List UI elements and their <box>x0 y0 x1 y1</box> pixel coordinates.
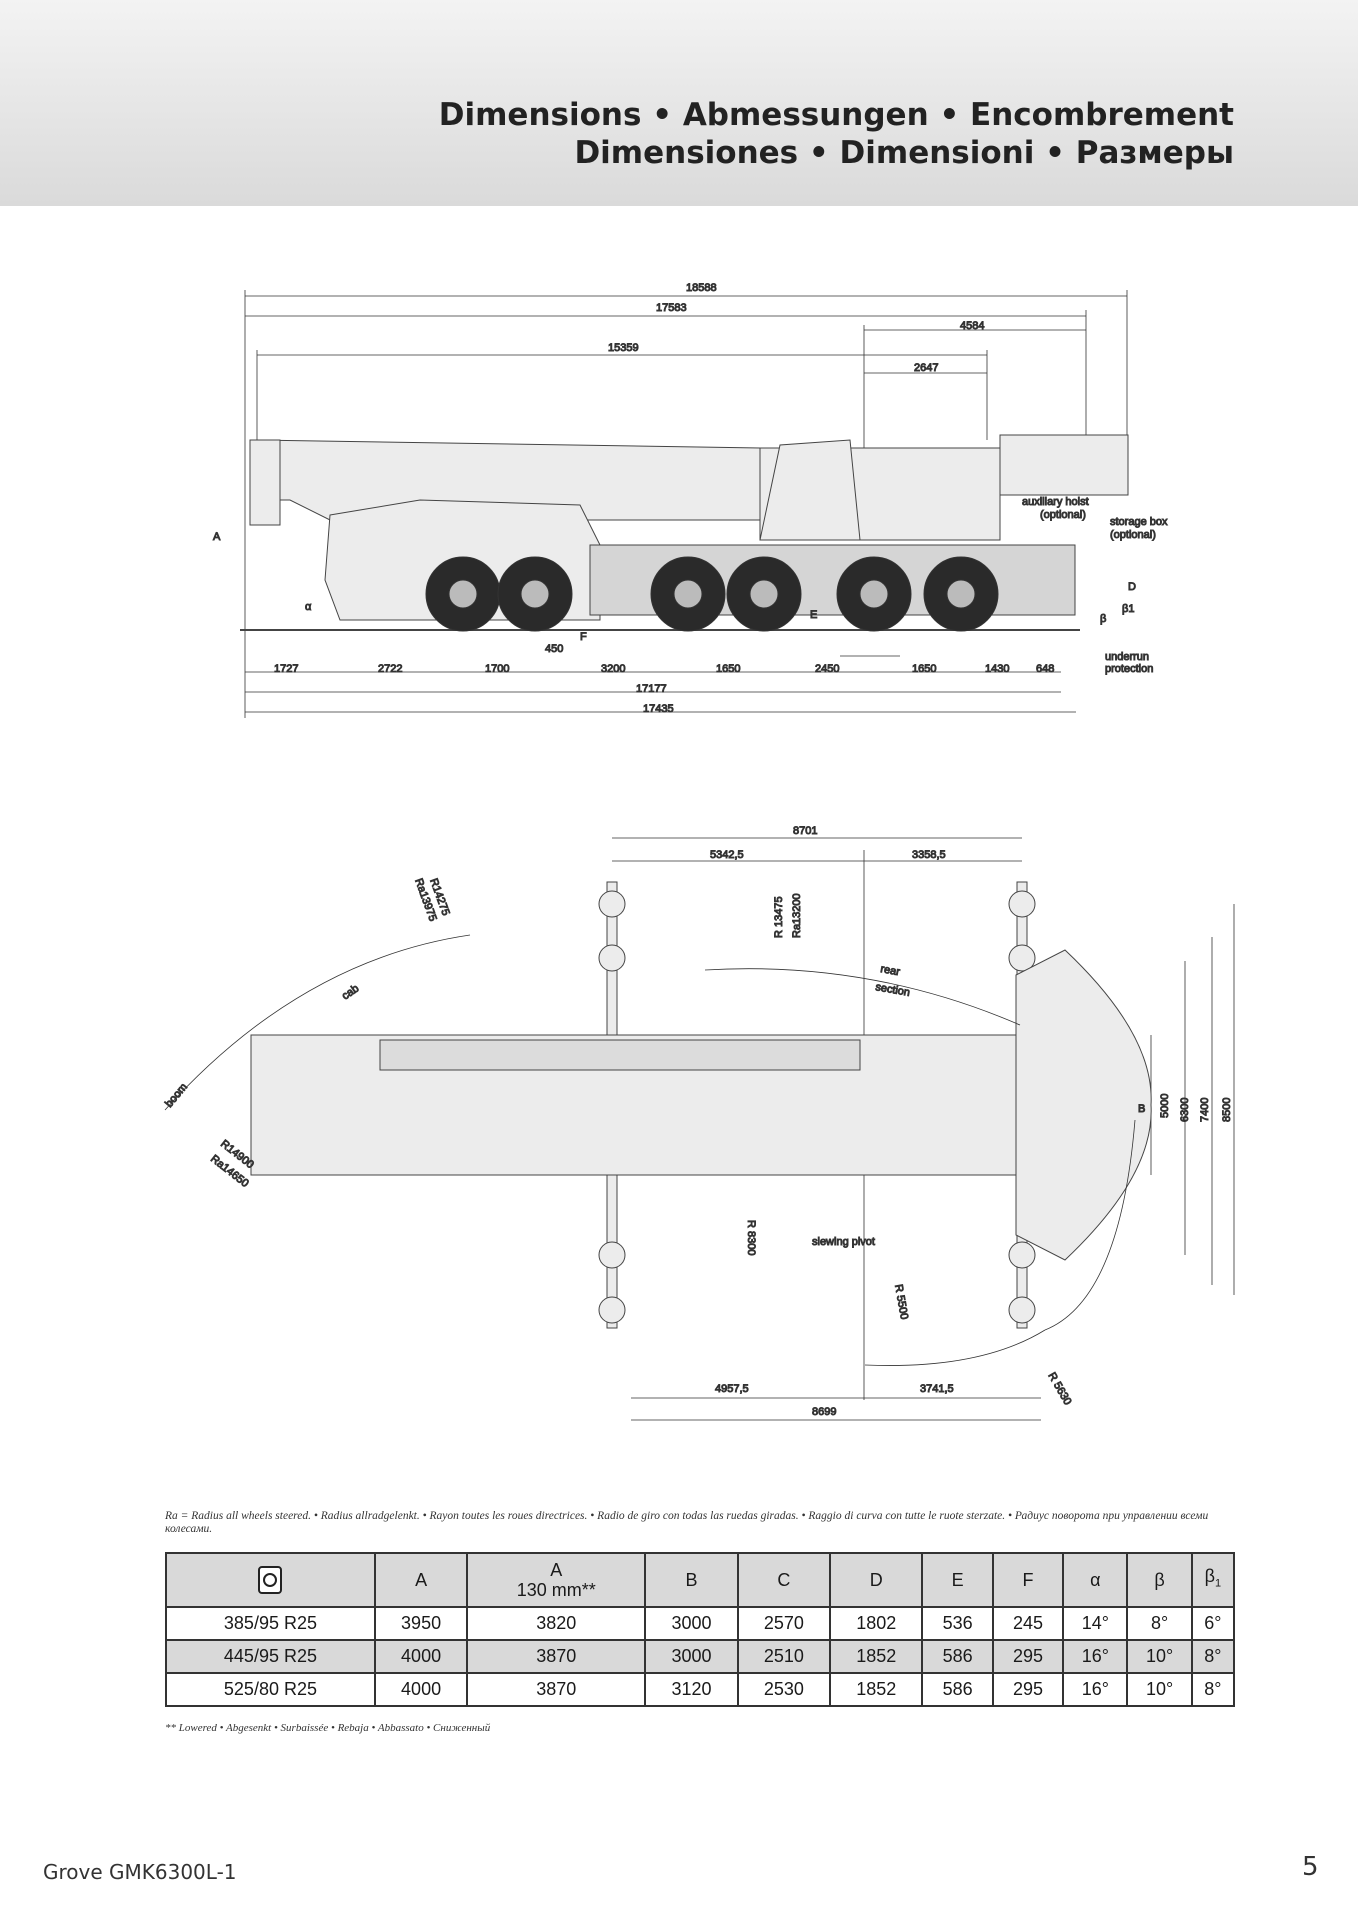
radius-r5630: R 5630 <box>1045 1371 1073 1408</box>
side-view: 18588 17583 4584 15359 2647 A D E F α β … <box>213 282 1168 718</box>
label-B: B <box>1138 1103 1145 1115</box>
dim-bottom: 1430 <box>985 663 1009 675</box>
label-section: section <box>874 981 910 999</box>
label-E: E <box>810 609 817 621</box>
col-header: β1 <box>1190 1552 1236 1608</box>
title-line-1: Dimensions • Abmessungen • Encombrement <box>438 97 1234 133</box>
top-view: 8701 5342,5 3358,5 4957,5 3741,5 8699 R1… <box>163 825 1235 1421</box>
radius-ra13200: Ra13200 <box>791 893 803 938</box>
page-number: 5 <box>1302 1852 1319 1882</box>
radius-arcs <box>164 934 1136 1366</box>
radius-note: Ra = Radius all wheels steered. • Radius… <box>165 1510 1209 1535</box>
label-boom: boom <box>163 1081 190 1110</box>
dim-15359: 15359 <box>608 342 639 354</box>
page-title: Dimensions • Abmessungen • Encombrement … <box>439 96 1234 172</box>
col-header: β <box>1126 1552 1193 1608</box>
label-D: D <box>1128 581 1136 593</box>
dim-8699: 8699 <box>812 1406 836 1418</box>
dim-2647: 2647 <box>914 362 938 374</box>
dim-bottom: 648 <box>1036 663 1054 675</box>
label-A: A <box>213 531 221 543</box>
wheels <box>425 556 999 632</box>
dim-17177: 17177 <box>636 683 667 695</box>
callout-protection: protection <box>1105 663 1153 675</box>
dim-5000: 5000 <box>1159 1094 1171 1118</box>
label-F: F <box>580 631 587 643</box>
dim-6300: 6300 <box>1179 1098 1191 1122</box>
col-header: D <box>829 1552 924 1608</box>
dim-3358-5: 3358,5 <box>912 849 946 861</box>
col-header: C <box>736 1552 832 1608</box>
dim-18588: 18588 <box>686 282 717 294</box>
tire-header <box>165 1552 376 1608</box>
lowered-note: ** Lowered • Abgesenkt • Surbaissée • Re… <box>165 1722 491 1734</box>
col-header: B <box>644 1552 739 1608</box>
dim-bottom: 1650 <box>912 663 936 675</box>
col-header: F <box>991 1552 1065 1608</box>
col-header: E <box>921 1552 994 1608</box>
radius-r5500: R 5500 <box>892 1283 910 1320</box>
label-rear: rear <box>879 963 901 978</box>
dim-4957-5: 4957,5 <box>715 1383 749 1395</box>
dim-8701: 8701 <box>793 825 817 837</box>
dim-bottom: 2722 <box>378 663 402 675</box>
col-header: α <box>1062 1552 1129 1608</box>
footer-model: Grove GMK6300L-1 <box>43 1860 237 1884</box>
dim-4584: 4584 <box>960 320 984 332</box>
dim-bottom: 2450 <box>815 663 839 675</box>
callout-storage-box: storage box <box>1110 516 1168 528</box>
callout-aux-hoist: auxiliary hoist <box>1022 496 1089 508</box>
tire-icon <box>258 1566 283 1594</box>
label-beta1: β1 <box>1122 603 1134 615</box>
dim-bottom: 1650 <box>716 663 740 675</box>
top-dimension-lines <box>244 290 1128 718</box>
header-band <box>0 0 1358 206</box>
radius-r13475: R 13475 <box>773 896 785 938</box>
dim-3741-5: 3741,5 <box>920 1383 954 1395</box>
dim-5342-5: 5342,5 <box>710 849 744 861</box>
title-line-2: Dimensiones • Dimensioni • Размеры <box>574 135 1234 171</box>
callout-aux-optional: (optional) <box>1040 509 1086 521</box>
dim-17435: 17435 <box>643 703 674 715</box>
dim-17583: 17583 <box>656 302 687 314</box>
label-cab: cab <box>340 982 361 1002</box>
dim-bottom: 1727 <box>274 663 298 675</box>
label-beta: β <box>1100 613 1106 625</box>
label-slewing-pivot: slewing pivot <box>812 1236 875 1248</box>
dim-bottom: 3200 <box>601 663 625 675</box>
dim-8500: 8500 <box>1221 1098 1233 1122</box>
dim-450: 450 <box>545 643 563 655</box>
dim-7400: 7400 <box>1199 1098 1211 1122</box>
label-alpha: α <box>305 601 312 613</box>
col-header: A <box>373 1552 469 1608</box>
callout-underrun: underrun <box>1105 651 1149 663</box>
dim-bottom: 1700 <box>485 663 509 675</box>
crane-top-illustration <box>250 881 1152 1329</box>
radius-r8300: R 8300 <box>745 1220 757 1255</box>
callout-storage-optional: (optional) <box>1110 529 1156 541</box>
